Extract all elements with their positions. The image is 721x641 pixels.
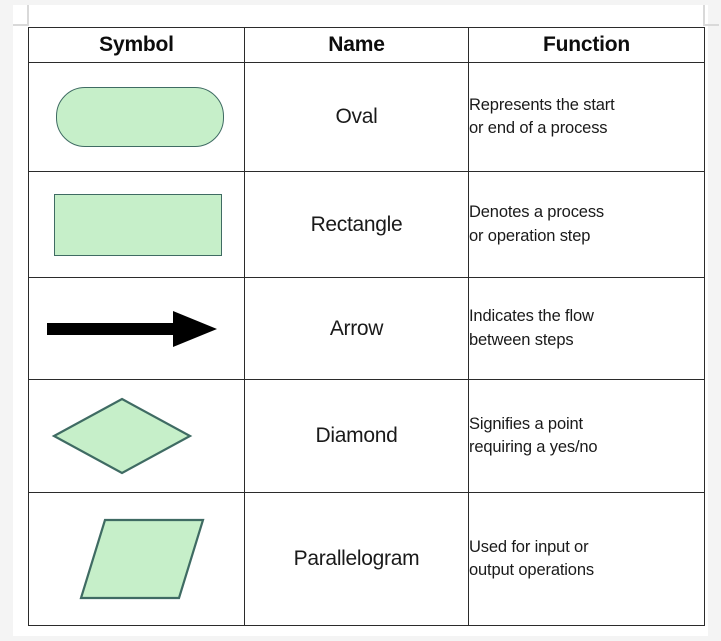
symbol-cell-arrow [28, 277, 245, 380]
rectangle-icon [54, 193, 222, 256]
margin-marker-top-left-horizontal [13, 24, 29, 26]
symbol-cell-parallelogram [28, 492, 245, 626]
symbol-cell-oval [28, 62, 245, 172]
column-header-function: Function [468, 27, 705, 63]
function-text-line-2: output operations [469, 561, 594, 579]
symbol-cell-diamond [28, 379, 245, 493]
parallelogram-icon [79, 518, 205, 600]
name-cell-oval: Oval [244, 62, 469, 172]
column-header-symbol: Symbol [28, 27, 245, 63]
symbol-cell-rectangle [28, 171, 245, 278]
name-cell-diamond: Diamond [244, 379, 469, 493]
function-cell-rectangle: Denotes a process or operation step [468, 171, 705, 278]
name-cell-arrow: Arrow [244, 277, 469, 380]
column-header-name: Name [244, 27, 469, 63]
function-cell-diamond: Signifies a point requiring a yes/no [468, 379, 705, 493]
function-text-line-1: Represents the start [469, 95, 615, 114]
function-cell-parallelogram: Used for input or output operations [468, 492, 705, 626]
table-row: Oval Represents the start or end of a pr… [28, 62, 705, 172]
function-text-line-2: or operation step [469, 226, 591, 245]
diamond-icon [51, 397, 193, 475]
arrow-icon [47, 310, 217, 347]
flowchart-symbol-table: Symbol Name Function Oval Represents the… [28, 27, 705, 626]
table-header-row: Symbol Name Function [28, 27, 705, 63]
function-cell-arrow: Indicates the flow between steps [468, 277, 705, 380]
function-text-line-2: requiring a yes/no [469, 438, 598, 456]
function-text-line-2: between steps [469, 330, 574, 349]
margin-marker-top-left-vertical [27, 5, 29, 25]
table-row: Parallelogram Used for input or output o… [28, 492, 705, 626]
table-row: Rectangle Denotes a process or operation… [28, 171, 705, 278]
function-text-line-1: Indicates the flow [469, 307, 594, 326]
function-text-line-1: Signifies a point [469, 414, 583, 433]
table-row: Arrow Indicates the flow between steps [28, 277, 705, 380]
function-cell-oval: Represents the start or end of a process [468, 62, 705, 172]
margin-marker-top-right-vertical [703, 5, 705, 25]
function-text-line-2: or end of a process [469, 119, 608, 137]
oval-icon [56, 87, 224, 147]
name-cell-rectangle: Rectangle [244, 171, 469, 278]
margin-marker-top-right-horizontal [703, 24, 719, 26]
function-text-line-1: Denotes a process [469, 203, 605, 222]
name-cell-parallelogram: Parallelogram [244, 492, 469, 626]
function-text-line-1: Used for input or [469, 537, 589, 556]
table-row: Diamond Signifies a point requiring a ye… [28, 379, 705, 493]
